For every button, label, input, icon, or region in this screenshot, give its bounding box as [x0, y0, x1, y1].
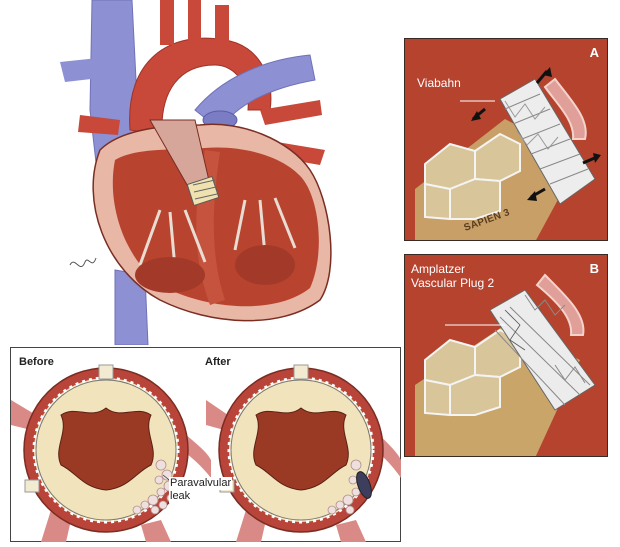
aortic-branch-2 [188, 0, 201, 40]
aortic-arch [129, 37, 272, 136]
heart-illustration [60, 0, 332, 345]
before-label: Before [19, 356, 54, 368]
panel-a: A Viabahn SAPIEN 3 [404, 38, 608, 241]
before-valve-orifice [58, 407, 154, 491]
vascular-plug [356, 471, 372, 499]
left-vein-branch [60, 58, 100, 82]
after-valve-orifice [253, 407, 349, 491]
amplatzer-label-line1: Amplatzer [411, 262, 466, 276]
viabahn-label: Viabahn [417, 76, 461, 90]
paravalvular-label: Paravalvular [169, 477, 233, 490]
panel-a-illustration [405, 39, 607, 240]
after-label: After [205, 356, 231, 368]
artist-signature [69, 257, 97, 268]
after-leak-cluster [327, 459, 362, 515]
amplatzer-label-line2: Vascular Plug 2 [411, 276, 495, 290]
leak-label: leak [169, 490, 192, 503]
aortic-branch-1 [160, 0, 174, 45]
before-after-box: Before After [10, 347, 401, 542]
panel-b: B Amplatzer Vascular Plug 2 [404, 254, 608, 457]
panel-a-letter: A [589, 45, 599, 60]
panel-b-letter: B [589, 261, 599, 276]
after-valve [206, 364, 401, 542]
before-valve [11, 364, 211, 542]
aortic-branch-3 [215, 5, 229, 47]
panel-b-illustration [405, 255, 607, 456]
